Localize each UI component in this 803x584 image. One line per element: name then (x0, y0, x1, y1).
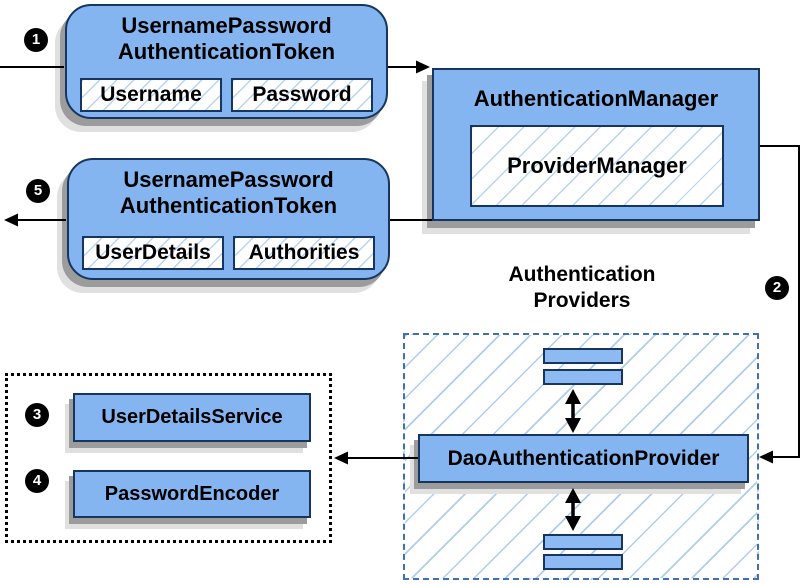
step-marker-1: 1 (24, 28, 48, 52)
response-out-arrowhead-icon (4, 213, 18, 227)
userdetails-field-box: UserDetails (82, 236, 224, 270)
providers-heading-line2: Providers (533, 289, 631, 312)
request-token-title: UsernamePassword AuthenticationToken (67, 13, 386, 65)
request-token-fields: Username Password (80, 78, 373, 112)
provider-slot-bar (543, 534, 623, 550)
step-marker-3: 3 (25, 403, 49, 427)
provider-slot-bar (543, 554, 623, 570)
step-marker-2: 2 (765, 276, 789, 300)
authentication-manager-box: AuthenticationManager ProviderManager (432, 68, 760, 221)
manager-to-provider-elbow (760, 145, 800, 458)
providers-heading-line1: Authentication (508, 263, 656, 286)
password-field-box: Password (231, 78, 373, 112)
token-to-manager-arrowhead-icon (416, 60, 430, 74)
provider-slot-bar (543, 348, 623, 364)
provider-to-services-arrowhead-icon (334, 451, 348, 465)
response-token-title-line2: AuthenticationToken (119, 193, 338, 218)
password-encoder-box: PasswordEncoder (73, 470, 311, 518)
response-token-box: UsernamePassword AuthenticationToken Use… (67, 158, 390, 280)
manager-to-provider-arrowhead-icon (759, 450, 773, 464)
step-marker-5: 5 (26, 179, 50, 203)
step-marker-4: 4 (25, 469, 49, 493)
response-token-fields: UserDetails Authorities (82, 236, 375, 270)
request-token-title-line2: AuthenticationToken (117, 39, 336, 64)
username-field-box: Username (80, 78, 222, 112)
response-token-title-line1: UsernamePassword (123, 167, 334, 192)
request-token-title-line1: UsernamePassword (121, 13, 332, 38)
provider-manager-box: ProviderManager (470, 125, 724, 207)
request-token-box: UsernamePassword AuthenticationToken Use… (65, 4, 388, 119)
providers-heading: Authentication Providers (472, 262, 692, 314)
authorities-field-box: Authorities (233, 236, 375, 270)
user-details-service-box: UserDetailsService (73, 393, 311, 442)
response-token-title: UsernamePassword AuthenticationToken (69, 167, 388, 219)
authentication-manager-title: AuthenticationManager (473, 86, 719, 111)
dao-authentication-provider-box: DaoAuthenticationProvider (418, 434, 749, 483)
services-dotted-area (5, 373, 332, 543)
provider-slot-bar (543, 369, 623, 385)
